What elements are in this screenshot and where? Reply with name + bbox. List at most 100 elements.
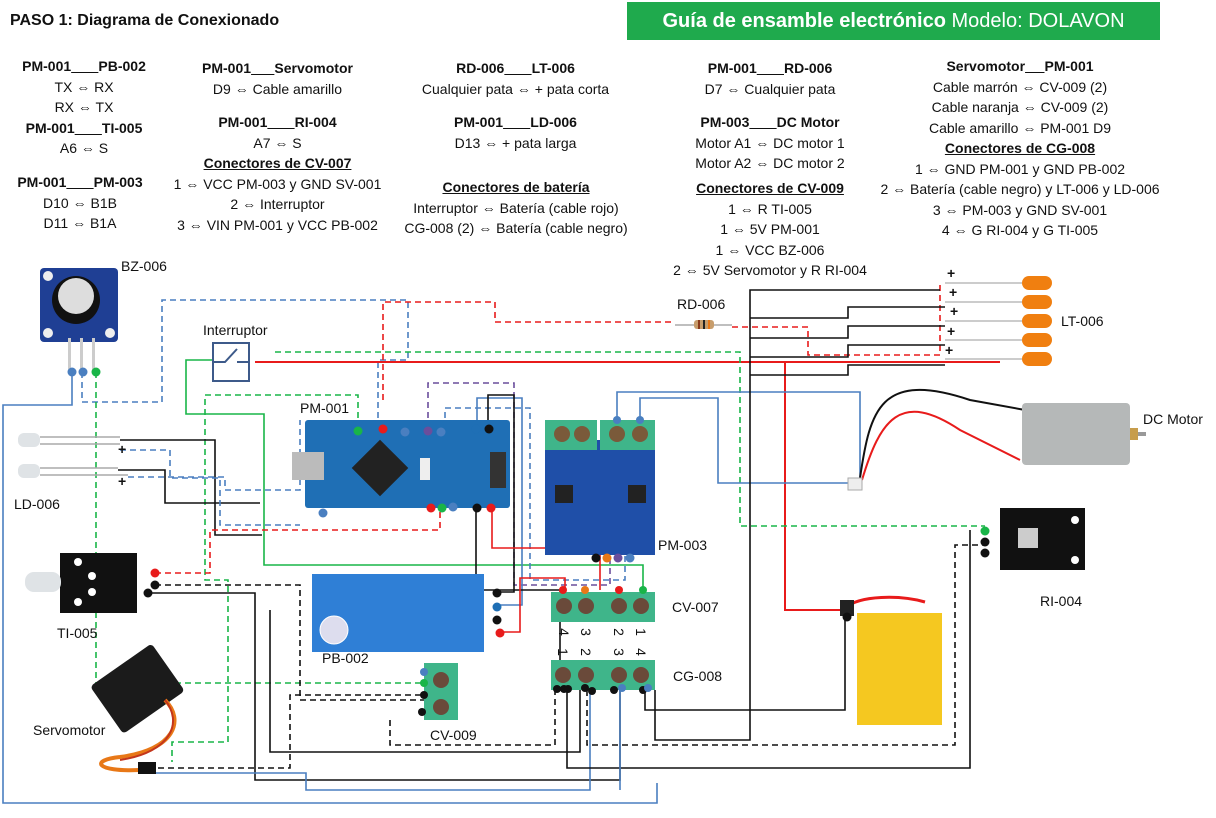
table-pm001-pm003: PM-001 PM-003 D10 ⇔ B1B D11 ⇔ B1A [10, 172, 150, 234]
table-header: PM-003 DC Motor [700, 114, 840, 130]
plus-marker: + [118, 473, 127, 489]
wire-red-battery [255, 361, 848, 611]
table-header: Conectores de batería [442, 179, 590, 195]
wire-black-cv009 [269, 610, 581, 753]
table-header: PM-001 LD-006 [454, 114, 577, 130]
table-row: A7 ⇔ S [253, 134, 302, 151]
plus-marker: + [118, 441, 127, 457]
wire-black-lt3 [750, 344, 945, 358]
ir-receiver-ri004 [1000, 508, 1085, 570]
table-header: Servomotor PM-001 [946, 58, 1094, 74]
table-row: 2 ⇔ 5V Servomotor y R RI-004 [673, 262, 867, 278]
table-row: A6 ⇔ S [59, 140, 109, 156]
wire-red-dashed-rd-lt [732, 285, 941, 356]
table-header: PM-001 RD-006 [707, 60, 833, 76]
wire-green-dashed-d9 [275, 351, 985, 527]
wire-red-dashed-d7 [382, 301, 675, 400]
table-row: 1 ⇔ R TI-005 [728, 200, 812, 217]
table-pm001-ri004: PM-001 RI-004 A7 ⇔ S Conectores de CV-00… [170, 112, 385, 235]
wire-green-interruptor [185, 359, 644, 590]
table-header: PM-001 PM-003 [17, 174, 143, 190]
dc-motor [847, 389, 1146, 491]
table-header: PM-001 PB-002 [22, 58, 146, 74]
cg008-pin-label: 2 [577, 648, 594, 656]
table-row: Cable amarillo ⇔ PM-001 D9 [928, 119, 1112, 136]
table-row: Cable marrón ⇔ CV-009 (2) [932, 78, 1108, 95]
table-row: 1 ⇔ VCC PM-003 y GND SV-001 [173, 175, 382, 192]
label-pm001: PM-001 [300, 400, 350, 416]
wire-blue-motor-a1 [616, 391, 861, 488]
buzzer-bz006 [40, 268, 118, 370]
table-pm001-ld006: PM-001 LD-006 D13 ⇔ + pata larga [408, 112, 623, 153]
label-pb002: PB-002 [322, 650, 369, 666]
cv007-pin-label: 1 [632, 628, 649, 636]
plus-marker: + [947, 265, 956, 281]
guide-banner: Guía de ensamble electrónico Modelo: DOL… [627, 2, 1160, 70]
label-interruptor: Interruptor [203, 322, 268, 338]
table-row: D7 ⇔ Cualquier pata [704, 80, 836, 97]
plus-marker: + [945, 342, 954, 358]
table-pm001-servomotor: PM-001 Servomotor D9 ⇔ Cable amarillo [170, 58, 385, 99]
arduino-nano-pm001 [292, 420, 510, 508]
table-cg008: Conectores de CG-008 1 ⇔ GND PM-001 y GN… [870, 138, 1170, 241]
led-ld006 [18, 433, 128, 478]
label-cg008: CG-008 [673, 668, 723, 684]
wire-black-lt2 [750, 325, 945, 339]
wire-black-lt4 [750, 364, 945, 376]
table-bateria: Conectores de batería Interruptor ⇔ Bate… [400, 177, 632, 239]
resistor-rd006 [675, 320, 732, 329]
cg008-pin-label: 4 [632, 648, 649, 656]
bluetooth-pb002 [312, 574, 484, 652]
led-array-lt006 [945, 276, 1052, 366]
table-row: 1 ⇔ VCC BZ-006 [715, 241, 825, 258]
wire-blue-bz-gnd [2, 372, 658, 804]
wire-blue-dashed-ld1 [120, 449, 300, 526]
table-row: Cualquier pata ⇔ + pata corta [421, 80, 610, 97]
label-cv009: CV-009 [430, 727, 477, 743]
table-row: 2 ⇔ Batería (cable negro) y LT-006 y LD-… [880, 181, 1160, 197]
table-row: D13 ⇔ + pata larga [454, 134, 577, 151]
wire-black-ld1 [120, 439, 262, 536]
wire-black-gnd [475, 510, 561, 680]
wire-black-lt1 [750, 306, 945, 319]
table-pm001-pb002: PM-001 PB-002 TX ⇔ RX RX ⇔ TX PM-001 TI-… [14, 56, 154, 159]
wire-blue-servo [155, 690, 591, 791]
wire-blue-motor-a2 [639, 397, 848, 484]
label-ti005: TI-005 [57, 625, 98, 641]
table-header: RD-006 LT-006 [456, 60, 575, 76]
wire-black-ld2 [118, 469, 260, 504]
terminal-cv009 [424, 663, 458, 720]
table-row: Motor A2 ⇔ DC motor 2 [695, 155, 845, 171]
table-row: RX ⇔ TX [54, 99, 114, 115]
table-cv009: Conectores de CV-009 1 ⇔ R TI-005 1 ⇔ 5V… [660, 178, 880, 281]
cg008-pin-label: 1 [554, 648, 571, 656]
plus-marker: + [950, 303, 959, 319]
wire-red-vcc-pb [497, 577, 566, 633]
plus-marker: + [949, 284, 958, 300]
label-dc-motor: DC Motor [1143, 411, 1203, 427]
label-pm003: PM-003 [658, 537, 708, 553]
table-header: PM-001 Servomotor [202, 60, 353, 76]
cv007-pin-label: 4 [555, 628, 572, 636]
wire-black-dashed-ri [586, 544, 985, 746]
wire-black-dashed-cv009 [389, 690, 556, 746]
label-lt006: LT-006 [1061, 313, 1104, 329]
banner-title: Guía de ensamble electrónico [662, 10, 946, 32]
label-cv007: CV-007 [672, 599, 719, 615]
label-rd006: RD-006 [677, 296, 726, 312]
label-bz006: BZ-006 [121, 258, 167, 274]
table-row: 3 ⇔ VIN PM-001 y VCC PB-002 [177, 216, 378, 233]
table-header: Conectores de CV-009 [696, 180, 844, 196]
cv007-pin-label: 2 [610, 628, 627, 636]
cv007-pin-label: 3 [577, 628, 594, 636]
servomotor-sv001 [91, 645, 184, 774]
label-ri004: RI-004 [1040, 593, 1083, 609]
wire-black-dashed-servo [158, 694, 428, 769]
table-row: Interruptor ⇔ Batería (cable rojo) [413, 199, 619, 216]
wire-blue-dashed-d2 [444, 407, 626, 581]
table-row: CG-008 (2) ⇔ Batería (cable negro) [404, 220, 628, 236]
table-rd006-lt006: RD-006 LT-006 Cualquier pata ⇔ + pata co… [408, 58, 623, 99]
table-row: Cable naranja ⇔ CV-009 (2) [931, 99, 1109, 115]
wire-blue-rx [476, 397, 523, 606]
